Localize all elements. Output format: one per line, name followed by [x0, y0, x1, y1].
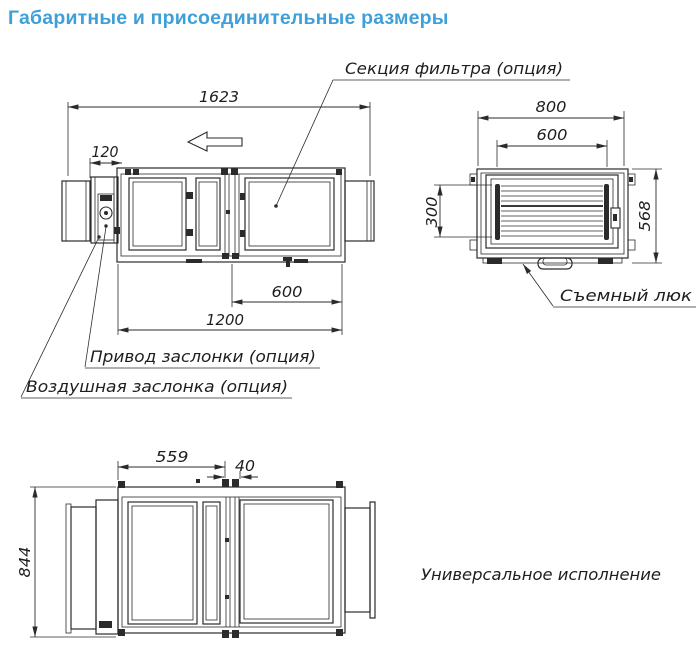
dim-text-120: 120 — [92, 143, 119, 161]
dim-text-1200: 1200 — [206, 311, 244, 329]
dim-text-568: 568 — [636, 201, 654, 232]
dim-text-800: 800 — [536, 98, 567, 116]
label-damper-drive: Привод заслонки (опция) — [84, 226, 320, 369]
right-duct — [344, 180, 375, 242]
label-filter-section: Секция фильтра (опция) — [274, 59, 570, 208]
dim-width: 800 — [477, 98, 625, 166]
dim-text-1623: 1623 — [199, 88, 239, 106]
filter-section-panel — [244, 177, 335, 251]
damper-drive-label: Привод заслонки (опция) — [90, 347, 316, 366]
dim-text-300: 300 — [423, 197, 441, 228]
unit-body — [114, 167, 346, 267]
dim-text-600: 600 — [272, 283, 303, 301]
page-title: Габаритные и присоединительные размеры — [8, 7, 449, 29]
air-damper-label: Воздушная заслонка (опция) — [26, 377, 288, 396]
side-latch — [610, 207, 621, 229]
louver-grille — [485, 174, 619, 249]
dim-text-600-duct: 600 — [537, 126, 568, 144]
filter-section-label: Секция фильтра (опция) — [345, 59, 563, 78]
mounting-brackets — [469, 173, 636, 264]
dim-filter-length: 600 — [231, 264, 342, 307]
universal-caption: Универсальное исполнение — [421, 565, 661, 584]
dim-body-length: 1200 — [117, 264, 343, 335]
dim-text-40: 40 — [235, 457, 255, 475]
removable-hatch-label: Съемный люк — [560, 286, 692, 305]
end-view-drawing: 800 600 300 568 — [423, 98, 696, 308]
side-view-drawing: 1623 120 600 1200 — [20, 59, 570, 399]
dim-text-844: 844 — [16, 547, 34, 578]
dim-overall-length: 1623 — [67, 88, 371, 176]
hatch-handle — [537, 257, 573, 270]
dim-duct-width: 600 — [496, 126, 608, 167]
access-door-panel — [128, 177, 187, 251]
dim-universal-height: 844 — [16, 486, 116, 638]
air-damper-section — [90, 176, 119, 244]
dim-damper-length: 120 — [89, 143, 122, 178]
airflow-arrow-icon — [186, 131, 243, 152]
universal-unit-body — [117, 479, 346, 638]
dim-gap: 40 — [207, 457, 258, 480]
dim-height: 568 — [632, 168, 662, 264]
label-air-damper: Воздушная заслонка (опция) — [20, 236, 292, 399]
dim-duct-height: 300 — [423, 184, 492, 238]
universal-view-drawing: 559 40 844 Универсальное исполнение — [16, 448, 661, 638]
dim-section-length: 559 — [117, 448, 226, 480]
universal-left-duct — [65, 499, 119, 635]
label-removable-hatch: Съемный люк — [522, 263, 696, 308]
universal-right-duct — [344, 501, 376, 619]
dim-text-559: 559 — [156, 448, 189, 466]
left-duct — [61, 180, 91, 242]
